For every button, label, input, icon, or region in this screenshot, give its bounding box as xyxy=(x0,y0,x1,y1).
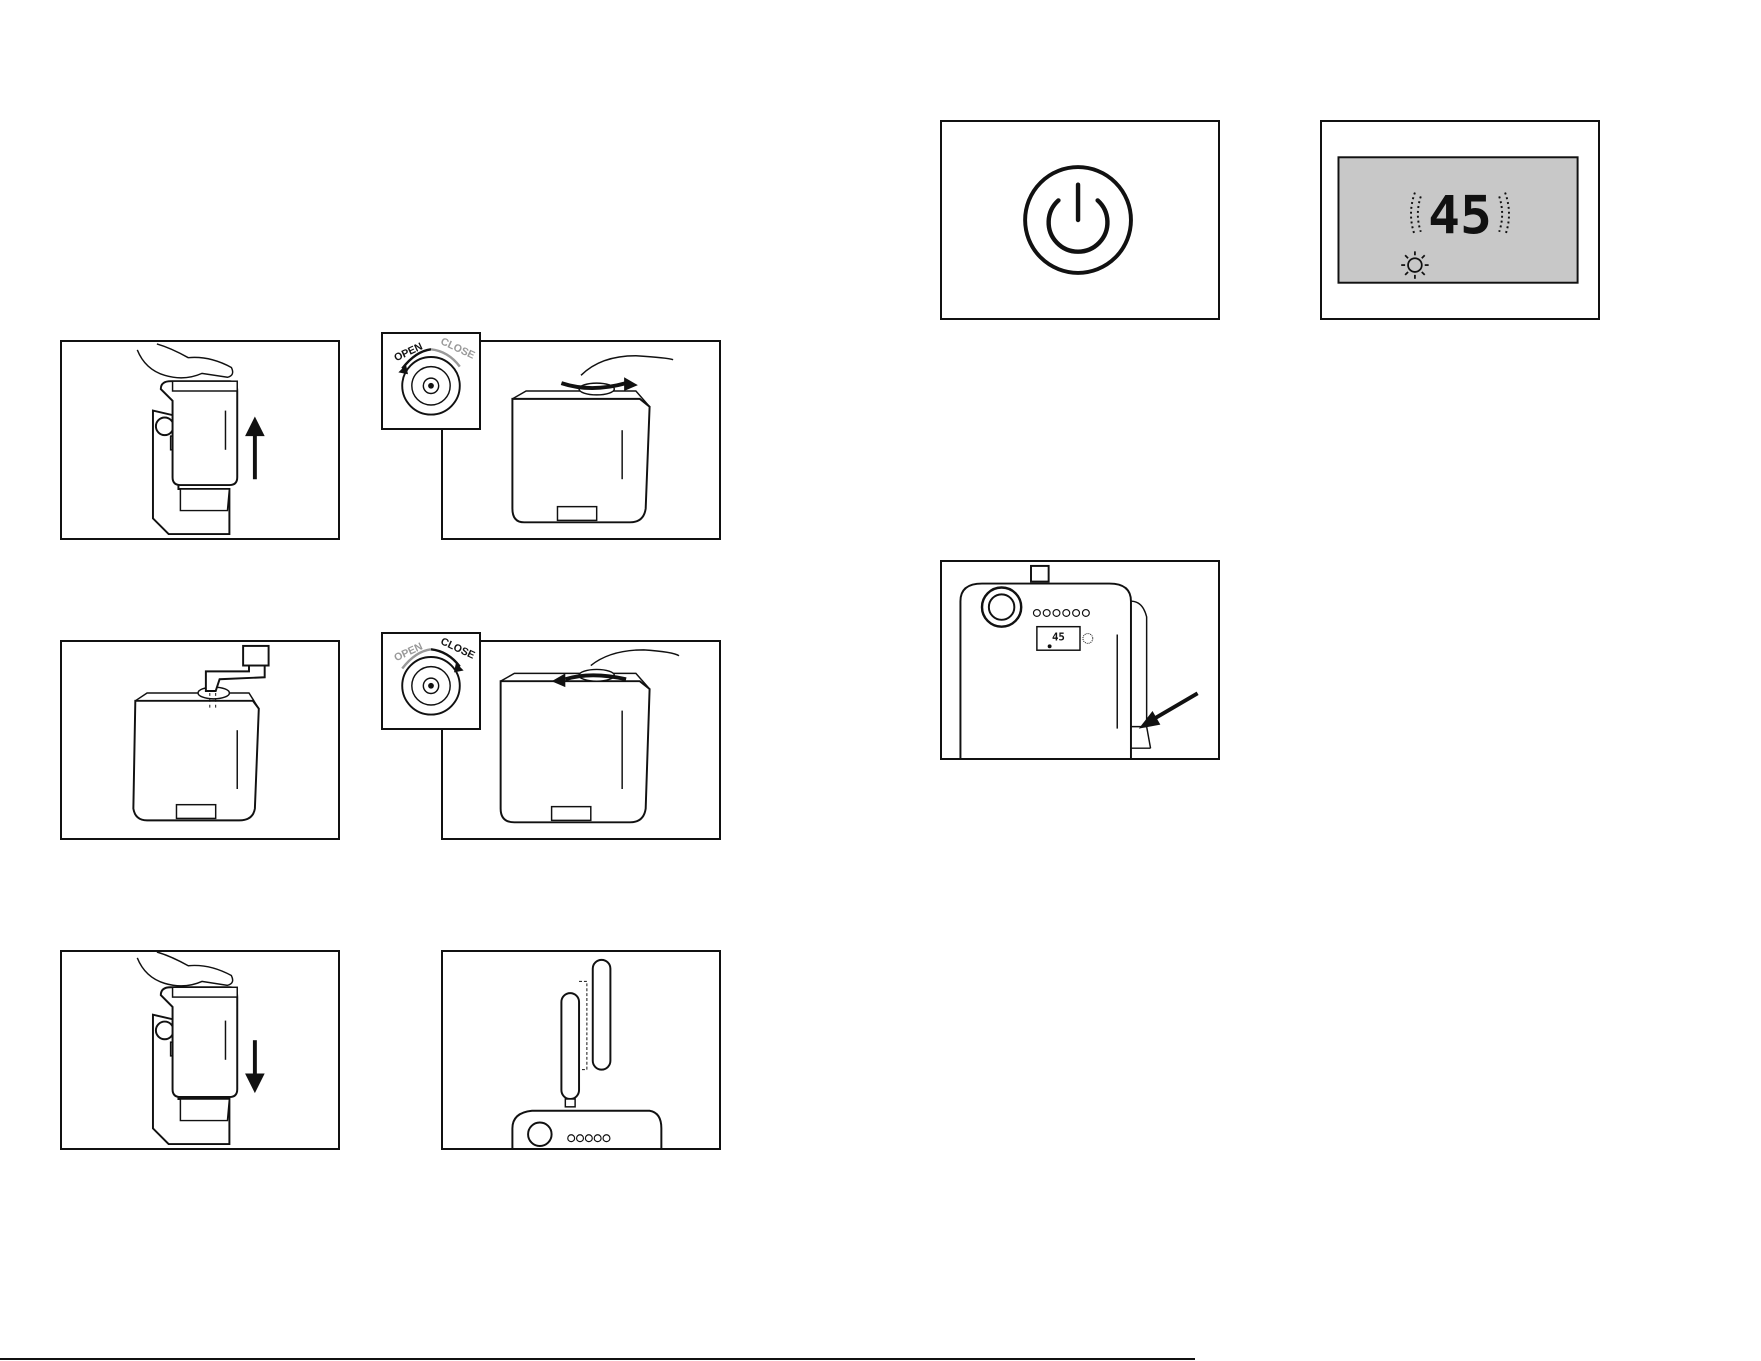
power-icon xyxy=(942,122,1218,318)
dial-inset-open: OPEN CLOSE xyxy=(381,332,481,430)
lcd-display-illustration: 45 xyxy=(1322,122,1598,318)
dial-inset-close: OPEN CLOSE xyxy=(381,632,481,730)
figure-power-button xyxy=(940,120,1220,320)
humidifier-front-illustration: 45 xyxy=(942,562,1218,758)
figure-close-cap xyxy=(441,640,721,840)
filter-sticks-illustration xyxy=(443,952,719,1148)
mini-humidity-reading: 45 xyxy=(1052,630,1065,643)
page-footer-rule xyxy=(0,1358,1195,1360)
dial-illustration: OPEN CLOSE xyxy=(383,634,479,728)
figure-water-level: 45 xyxy=(940,560,1220,760)
tank-lift-illustration xyxy=(62,342,338,538)
dial-close-label: CLOSE xyxy=(439,636,477,662)
figure-place-tank xyxy=(60,950,340,1150)
tank-place-illustration xyxy=(62,952,338,1148)
cap-open-illustration xyxy=(443,342,719,538)
figure-fill-tank xyxy=(60,640,340,840)
figure-open-cap xyxy=(441,340,721,540)
arrow-up-icon xyxy=(245,416,265,479)
arrow-pointer-icon xyxy=(1139,693,1198,728)
tank-fill-illustration xyxy=(62,642,338,838)
figure-lift-tank xyxy=(60,340,340,540)
dial-close-label: CLOSE xyxy=(439,336,477,362)
dial-illustration: OPEN CLOSE xyxy=(383,334,479,428)
humidity-reading: 45 xyxy=(1428,186,1492,247)
arrow-down-icon xyxy=(245,1040,265,1093)
figure-filter-sticks xyxy=(441,950,721,1150)
cap-close-illustration xyxy=(443,642,719,838)
figure-lcd-display: 45 xyxy=(1320,120,1600,320)
